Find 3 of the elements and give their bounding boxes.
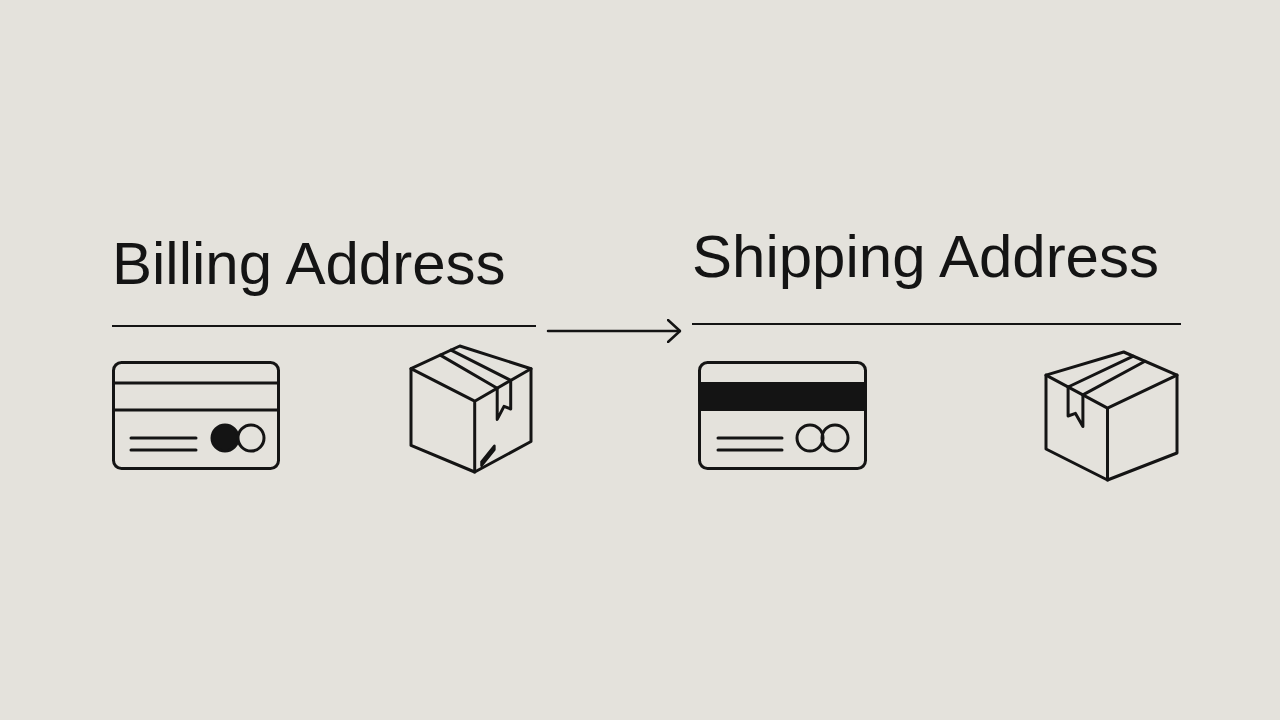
section-heading: Billing Address: [112, 228, 536, 327]
arrow: [546, 318, 682, 344]
section-heading: Shipping Address: [692, 221, 1181, 325]
